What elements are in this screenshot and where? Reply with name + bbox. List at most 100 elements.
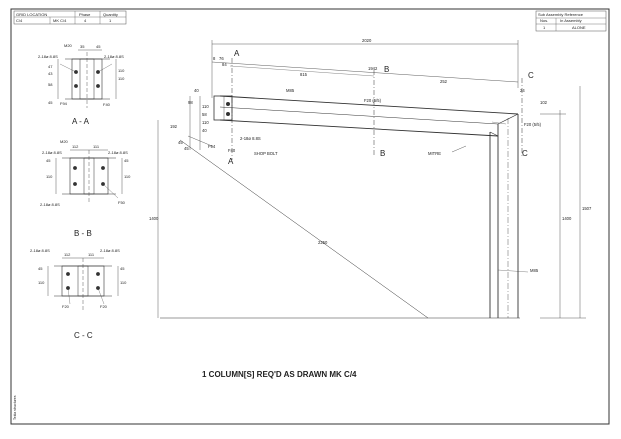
dim-252: 252 xyxy=(440,79,448,84)
tb-sub-assembly-value: ALONE xyxy=(572,25,586,30)
section-a-dim-45b: 45 xyxy=(48,100,53,105)
section-c-dim-110b: 110 xyxy=(120,280,127,285)
title-block-right: Sub Assembly Reference Nos. In Assembly … xyxy=(535,10,607,32)
section-a-dim-35: 35 xyxy=(80,44,85,49)
label-f40: F40 xyxy=(228,148,236,153)
section-c-text: 112 111 45 110 45 110 2-18ø 8.8S 2-18ø 8… xyxy=(30,248,127,309)
side-note: Tekla structures xyxy=(13,395,17,420)
section-b xyxy=(55,149,123,202)
section-a-text: 35 45 47 43 110 58 110 45 M20 2-18ø 8.8S… xyxy=(38,43,125,107)
cut-b-bottom: B xyxy=(380,149,385,158)
label-mk-column: M85 xyxy=(530,268,539,273)
section-b-note-bolts-right: 2-18ø 8.8S xyxy=(108,150,128,155)
cut-markers: A B C A B C xyxy=(228,49,534,166)
section-b-label: B - B xyxy=(74,229,92,238)
label-bolts: 2-18ø 8.8S xyxy=(240,136,261,141)
tb-sub-nos-header: Nos. xyxy=(540,18,548,23)
label-mk-rafter: M85 xyxy=(286,88,295,93)
section-b-dim-112: 112 xyxy=(72,144,79,149)
dim-overall-2020: 2020 xyxy=(362,38,372,43)
dim-left-98: 98 xyxy=(188,100,193,105)
weld-f20-corner: F20 (5/5) xyxy=(524,122,542,127)
section-c-label: C - C xyxy=(74,331,93,340)
label-f94: F94 xyxy=(208,144,216,149)
section-a-label: A - A xyxy=(72,117,90,126)
section-c-note-f20-right: F20 xyxy=(100,304,108,309)
cut-a-top: A xyxy=(234,49,240,58)
dim-left-45b: 45 xyxy=(184,146,189,151)
section-c-note-f20-left: F20 xyxy=(62,304,70,309)
tb-qty-value: 1 xyxy=(109,18,112,23)
section-a-dim-47: 47 xyxy=(48,64,53,69)
elevation-geometry xyxy=(157,40,586,319)
sheet-border xyxy=(10,8,610,425)
section-b-dim-45b: 45 xyxy=(124,158,129,163)
section-b-dim-110: 110 xyxy=(46,174,53,179)
dim-left-45: 45 xyxy=(178,140,183,145)
section-a-dim-110b: 110 xyxy=(118,68,125,73)
section-c xyxy=(47,257,119,310)
dim-192: 192 xyxy=(170,124,178,129)
tb-header-qty: Quantity xyxy=(103,12,118,17)
tb-sub-nos-value: 1 xyxy=(543,25,546,30)
tb-phase-value: 4 xyxy=(84,18,87,23)
section-a xyxy=(57,49,117,108)
label-shop-bolt: SHOP BOLT xyxy=(254,151,278,156)
dim-right-102: 102 xyxy=(540,100,548,105)
cut-c-top: C xyxy=(528,71,534,80)
dim-1942: 1942 xyxy=(368,66,378,71)
section-b-note-m20: M20 xyxy=(60,139,69,144)
dim-84: 84 xyxy=(222,62,227,67)
label-mitre: MITRE xyxy=(428,151,441,156)
dim-8: 8 xyxy=(213,56,216,61)
section-c-dim-45b: 45 xyxy=(120,266,125,271)
section-a-dim-58: 58 xyxy=(48,82,53,87)
tb-header-phase: Phase xyxy=(79,12,91,17)
dim-left-40: 40 xyxy=(194,88,199,93)
dim-diagonal-2250: 2250 xyxy=(318,240,328,245)
section-a-note-f94: F94 xyxy=(60,101,68,106)
weld-f20-mid: F20 (5/5) xyxy=(364,98,382,103)
tb-sub-title: Sub Assembly Reference xyxy=(538,12,584,17)
dim-left-110b: 110 xyxy=(202,120,209,125)
section-b-note-f50: F50 xyxy=(118,200,126,205)
section-a-note-m20: M20 xyxy=(64,43,73,48)
cut-b-top: B xyxy=(384,65,389,74)
cut-a-bottom: A xyxy=(228,157,234,166)
section-a-dim-45: 45 xyxy=(96,44,101,49)
dim-815: 815 xyxy=(300,72,308,77)
section-b-dim-111: 111 xyxy=(93,144,100,149)
dim-24: 24 xyxy=(520,88,525,93)
section-a-dim-43: 43 xyxy=(48,71,53,76)
dim-76: 76 xyxy=(219,56,224,61)
section-b-dim-110b: 110 xyxy=(124,174,131,179)
section-c-dim-110: 110 xyxy=(38,280,45,285)
section-c-dim-112: 112 xyxy=(64,252,71,257)
dim-left-58: 58 xyxy=(202,112,207,117)
tb-sub-assembly-header: In Assembly xyxy=(560,18,582,23)
section-b-note-bolts-left: 2-18ø 8.8S xyxy=(42,150,62,155)
cut-c-bottom: C xyxy=(522,149,528,158)
section-c-note-bolts-left: 2-18ø 8.8S xyxy=(30,248,50,253)
section-a-note-f40: F40 xyxy=(103,102,111,107)
tb-grid-value: C/4 xyxy=(16,18,23,23)
dim-right-1400: 1400 xyxy=(562,216,572,221)
dim-left-40b: 40 xyxy=(202,128,207,133)
drawing-caption: 1 COLUMN[S] REQ'D AS DRAWN MK C/4 xyxy=(202,370,357,379)
dim-right-1507: 1507 xyxy=(582,206,592,211)
dim-left-height-1400: 1400 xyxy=(149,216,159,221)
dim-left-110: 110 xyxy=(202,104,209,109)
tb-mark-value: MK C/4 xyxy=(53,18,67,23)
section-a-note-bolts-left: 2-18ø 8.8S xyxy=(38,54,58,59)
section-b-dim-45: 45 xyxy=(46,158,51,163)
tb-header-grid: GRID LOCATION xyxy=(16,12,47,17)
section-a-dim-110: 110 xyxy=(118,76,125,81)
section-c-dim-111: 111 xyxy=(88,252,95,257)
section-c-dim-45: 45 xyxy=(38,266,43,271)
section-c-note-bolts-right: 2-18ø 8.8S xyxy=(100,248,120,253)
section-b-note-bolts-bottom: 2-18ø 8.8S xyxy=(40,202,60,207)
section-a-note-bolts-right: 2-18ø 8.8S xyxy=(104,54,124,59)
title-block-left: GRID LOCATION Phase Quantity C/4 MK C/4 … xyxy=(13,10,127,25)
